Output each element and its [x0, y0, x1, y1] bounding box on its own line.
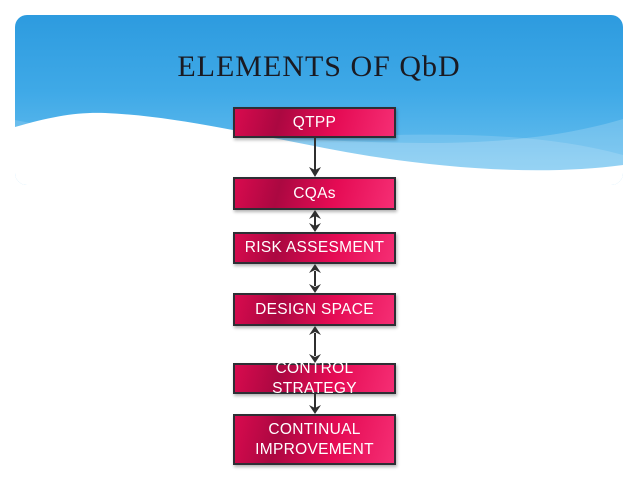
arrow-double-vertical-icon — [309, 264, 321, 293]
header-wave-panel — [15, 15, 623, 185]
flow-node-control-strategy: CONTROL STRATEGY — [233, 360, 396, 397]
flow-node-design-space: DESIGN SPACE — [233, 293, 396, 326]
flow-node-continual-improvement: CONTINUAL IMPROVEMENT — [233, 414, 396, 465]
wave-graphic — [15, 15, 623, 185]
flow-node-cqas: CQAs — [233, 177, 396, 210]
arrow-down-icon — [309, 138, 321, 177]
arrow-down-icon — [309, 394, 321, 414]
page-title: ELEMENTS OF QbD — [177, 50, 461, 83]
arrow-double-vertical-icon — [309, 326, 321, 363]
flow-node-risk-assesment: RISK ASSESMENT — [233, 232, 396, 264]
arrow-double-vertical-icon — [309, 210, 321, 232]
flow-node-qtpp: QTPP — [233, 107, 396, 138]
